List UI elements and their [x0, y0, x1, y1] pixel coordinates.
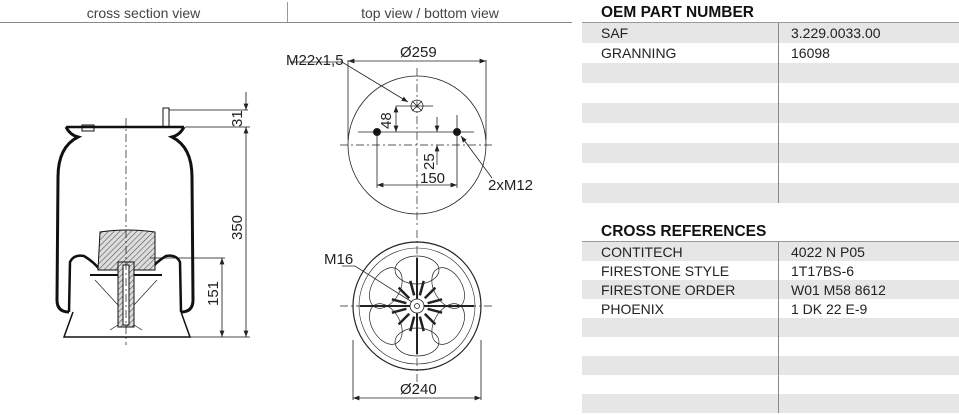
label-m22x1-5: M22x1,5: [286, 52, 344, 69]
header-rule: [0, 22, 572, 23]
row-value: 1 DK 22 E-9: [791, 300, 868, 317]
row-value: 4022 N P05: [791, 243, 865, 260]
table-row: [582, 143, 959, 163]
table-row: [582, 318, 959, 337]
dim-25: 25: [421, 153, 438, 170]
rib: [423, 286, 437, 300]
row-label: FIRESTONE ORDER: [601, 281, 736, 298]
table-row: [582, 183, 959, 203]
row-label: FIRESTONE STYLE: [601, 262, 730, 279]
rib: [418, 316, 425, 332]
dim-diameter-240: Ø240: [400, 381, 437, 398]
oem-table-title: OEM PART NUMBER: [582, 4, 959, 23]
table-row: GRANNING 16098: [582, 43, 959, 63]
table-row: [582, 356, 959, 375]
column-divider: [778, 23, 779, 203]
top-bottom-view-header: top view / bottom view: [361, 5, 499, 21]
rib: [418, 280, 425, 296]
table-row: [582, 103, 959, 123]
table-row: [582, 63, 959, 83]
header-divider: [287, 2, 288, 22]
table-row: PHOENIX 1 DK 22 E-9: [582, 299, 959, 318]
row-value: 1T17BS-6: [791, 262, 855, 279]
table-row: [582, 123, 959, 143]
row-label: GRANNING: [601, 45, 677, 61]
dim-350: 350: [229, 215, 246, 240]
dim-48: 48: [378, 112, 395, 129]
cross-section-header: cross section view: [86, 5, 201, 21]
row-value: W01 M58 8612: [791, 281, 886, 298]
row-value: 3.229.0033.00: [791, 25, 881, 41]
table-row: [582, 337, 959, 356]
table-row: CONTITECH 4022 N P05: [582, 242, 959, 261]
label-2xm12: 2xM12: [488, 177, 533, 194]
dim-150: 150: [420, 170, 445, 187]
row-value: 16098: [791, 45, 830, 61]
petal-recess: [369, 303, 403, 345]
row-label: CONTITECH: [601, 243, 683, 260]
dim-diameter-259: Ø259: [400, 44, 437, 61]
table-row: FIRESTONE STYLE 1T17BS-6: [582, 261, 959, 280]
table-row: [582, 83, 959, 103]
rib: [427, 298, 443, 305]
row-label: SAF: [601, 25, 629, 41]
rib: [409, 280, 416, 296]
bottom-view-drawing: [340, 230, 495, 401]
rib: [397, 312, 411, 326]
dim-31: 31: [229, 110, 246, 127]
technical-drawing: 31 350 151 Ø259 M22x1,5 48 25 150 2xM12: [55, 44, 533, 401]
rib: [427, 307, 443, 314]
petal-recess: [431, 303, 465, 345]
petal-recess: [431, 267, 465, 309]
rib: [391, 307, 407, 314]
xref-table-title: CROSS REFERENCES: [582, 223, 959, 242]
label-m16: M16: [324, 251, 353, 268]
cross-section-drawing: [55, 92, 250, 345]
rib: [409, 316, 416, 332]
rib: [423, 312, 437, 326]
row-label: PHOENIX: [601, 300, 665, 317]
table-row: FIRESTONE ORDER W01 M58 8612: [582, 280, 959, 299]
table-row: [582, 375, 959, 394]
top-view-drawing: [290, 58, 495, 225]
table-row: [582, 163, 959, 183]
rib: [397, 286, 411, 300]
column-divider: [778, 242, 779, 413]
rib: [391, 298, 407, 305]
table-row: SAF 3.229.0033.00: [582, 23, 959, 43]
dim-151: 151: [205, 281, 222, 306]
petal-recess: [369, 267, 403, 309]
table-row: [582, 394, 959, 413]
